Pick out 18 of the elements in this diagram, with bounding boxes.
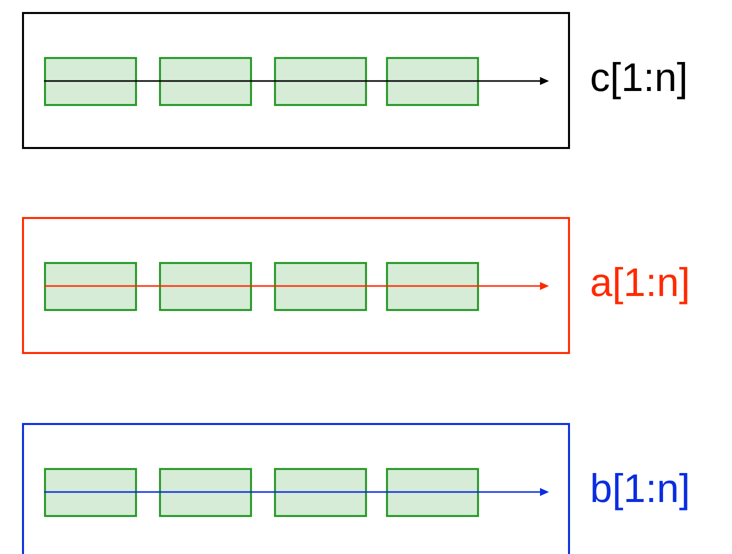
element-cell: [159, 468, 252, 517]
array-frame: [22, 423, 570, 554]
array-frame: [22, 217, 570, 354]
element-cell: [274, 57, 367, 106]
element-cell: [274, 262, 367, 311]
array-frame: [22, 12, 570, 149]
array-label: a[1:n]: [590, 263, 690, 303]
element-cell: [44, 468, 137, 517]
element-cell: [386, 262, 479, 311]
element-cell: [159, 57, 252, 106]
element-cell: [274, 468, 367, 517]
array-label: b[1:n]: [590, 469, 690, 509]
element-cell: [44, 57, 137, 106]
element-cell: [159, 262, 252, 311]
array-label: c[1:n]: [590, 58, 688, 98]
element-cell: [386, 57, 479, 106]
element-cell: [386, 468, 479, 517]
element-cell: [44, 262, 137, 311]
